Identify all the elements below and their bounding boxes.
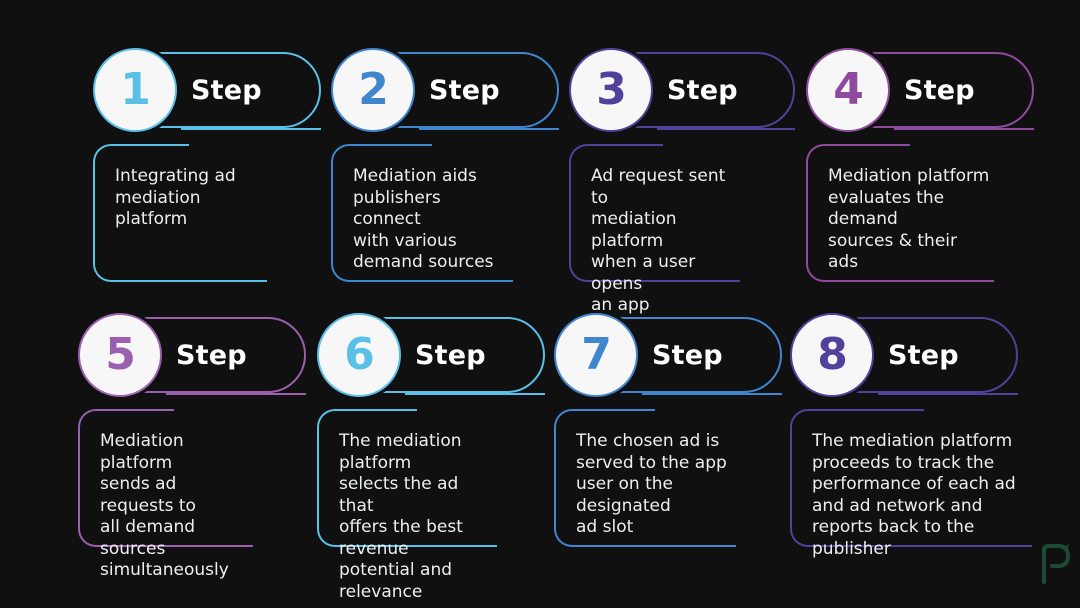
- step-number-badge-4: 4: [806, 48, 890, 132]
- step-block-6: 6 Step The mediation platform selects th…: [317, 313, 545, 602]
- step-label-7: Step: [652, 339, 723, 371]
- step-header-7: 7 Step: [554, 313, 782, 397]
- step-block-1: 1 Step Integrating ad mediation platform: [93, 48, 321, 283]
- step-description-8: The mediation platform proceeds to track…: [812, 431, 1016, 559]
- step-card-6: The mediation platform selects the ad th…: [317, 408, 505, 602]
- step-header-2: 2 Step: [331, 48, 559, 132]
- step-block-5: 5 Step Mediation platform sends ad reque…: [78, 313, 306, 580]
- step-pill-underline-4: [894, 128, 1034, 130]
- step-description-4: Mediation platform evaluates the demand …: [828, 166, 990, 273]
- step-label-2: Step: [429, 74, 500, 106]
- step-pill-underline-8: [878, 393, 1018, 395]
- step-pill-underline-3: [657, 128, 795, 130]
- step-block-3: 3 Step Ad request sent to mediation plat…: [569, 48, 795, 315]
- step-description-1: Integrating ad mediation platform: [115, 166, 236, 230]
- step-card-8: The mediation platform proceeds to track…: [790, 408, 1042, 559]
- step-card-2: Mediation aids publishers connect with v…: [331, 143, 521, 283]
- step-pill-underline-1: [181, 128, 321, 130]
- step-block-4: 4 Step Mediation platform evaluates the …: [806, 48, 1034, 283]
- step-number-2: 2: [358, 64, 389, 115]
- step-number-badge-7: 7: [554, 313, 638, 397]
- step-header-4: 4 Step: [806, 48, 1034, 132]
- step-number-badge-3: 3: [569, 48, 653, 132]
- step-card-4: Mediation platform evaluates the demand …: [806, 143, 1002, 283]
- step-header-6: 6 Step: [317, 313, 545, 397]
- step-number-badge-1: 1: [93, 48, 177, 132]
- step-label-4: Step: [904, 74, 975, 106]
- step-pill-underline-5: [166, 393, 306, 395]
- step-number-8: 8: [817, 329, 848, 380]
- step-pill-underline-2: [419, 128, 559, 130]
- step-label-8: Step: [888, 339, 959, 371]
- step-number-4: 4: [833, 64, 864, 115]
- step-block-7: 7 Step The chosen ad is served to the ap…: [554, 313, 782, 548]
- step-description-3: Ad request sent to mediation platform wh…: [591, 166, 726, 316]
- step-number-badge-8: 8: [790, 313, 874, 397]
- step-number-3: 3: [596, 64, 627, 115]
- step-label-5: Step: [176, 339, 247, 371]
- step-pill-underline-7: [642, 393, 782, 395]
- step-header-1: 1 Step: [93, 48, 321, 132]
- step-label-6: Step: [415, 339, 486, 371]
- step-header-3: 3 Step: [569, 48, 795, 132]
- step-pill-underline-6: [405, 393, 545, 395]
- step-card-7: The chosen ad is served to the app user …: [554, 408, 744, 548]
- step-description-7: The chosen ad is served to the app user …: [576, 431, 727, 538]
- step-number-badge-2: 2: [331, 48, 415, 132]
- step-number-5: 5: [105, 329, 136, 380]
- step-block-2: 2 Step Mediation aids publishers connect…: [331, 48, 559, 283]
- step-card-1: Integrating ad mediation platform: [93, 143, 274, 283]
- step-number-6: 6: [344, 329, 375, 380]
- step-number-7: 7: [581, 329, 612, 380]
- step-card-5: Mediation platform sends ad requests to …: [78, 408, 260, 580]
- step-number-1: 1: [120, 64, 151, 115]
- step-number-badge-6: 6: [317, 313, 401, 397]
- step-label-1: Step: [191, 74, 262, 106]
- step-header-5: 5 Step: [78, 313, 306, 397]
- step-label-3: Step: [667, 74, 738, 106]
- letter-p-logo: [1042, 544, 1070, 584]
- step-description-6: The mediation platform selects the ad th…: [339, 431, 463, 603]
- step-header-8: 8 Step: [790, 313, 1042, 397]
- step-block-8: 8 Step The mediation platform proceeds t…: [790, 313, 1042, 559]
- step-description-5: Mediation platform sends ad requests to …: [100, 431, 229, 581]
- step-card-3: Ad request sent to mediation platform wh…: [569, 143, 747, 315]
- step-description-2: Mediation aids publishers connect with v…: [353, 166, 494, 273]
- step-number-badge-5: 5: [78, 313, 162, 397]
